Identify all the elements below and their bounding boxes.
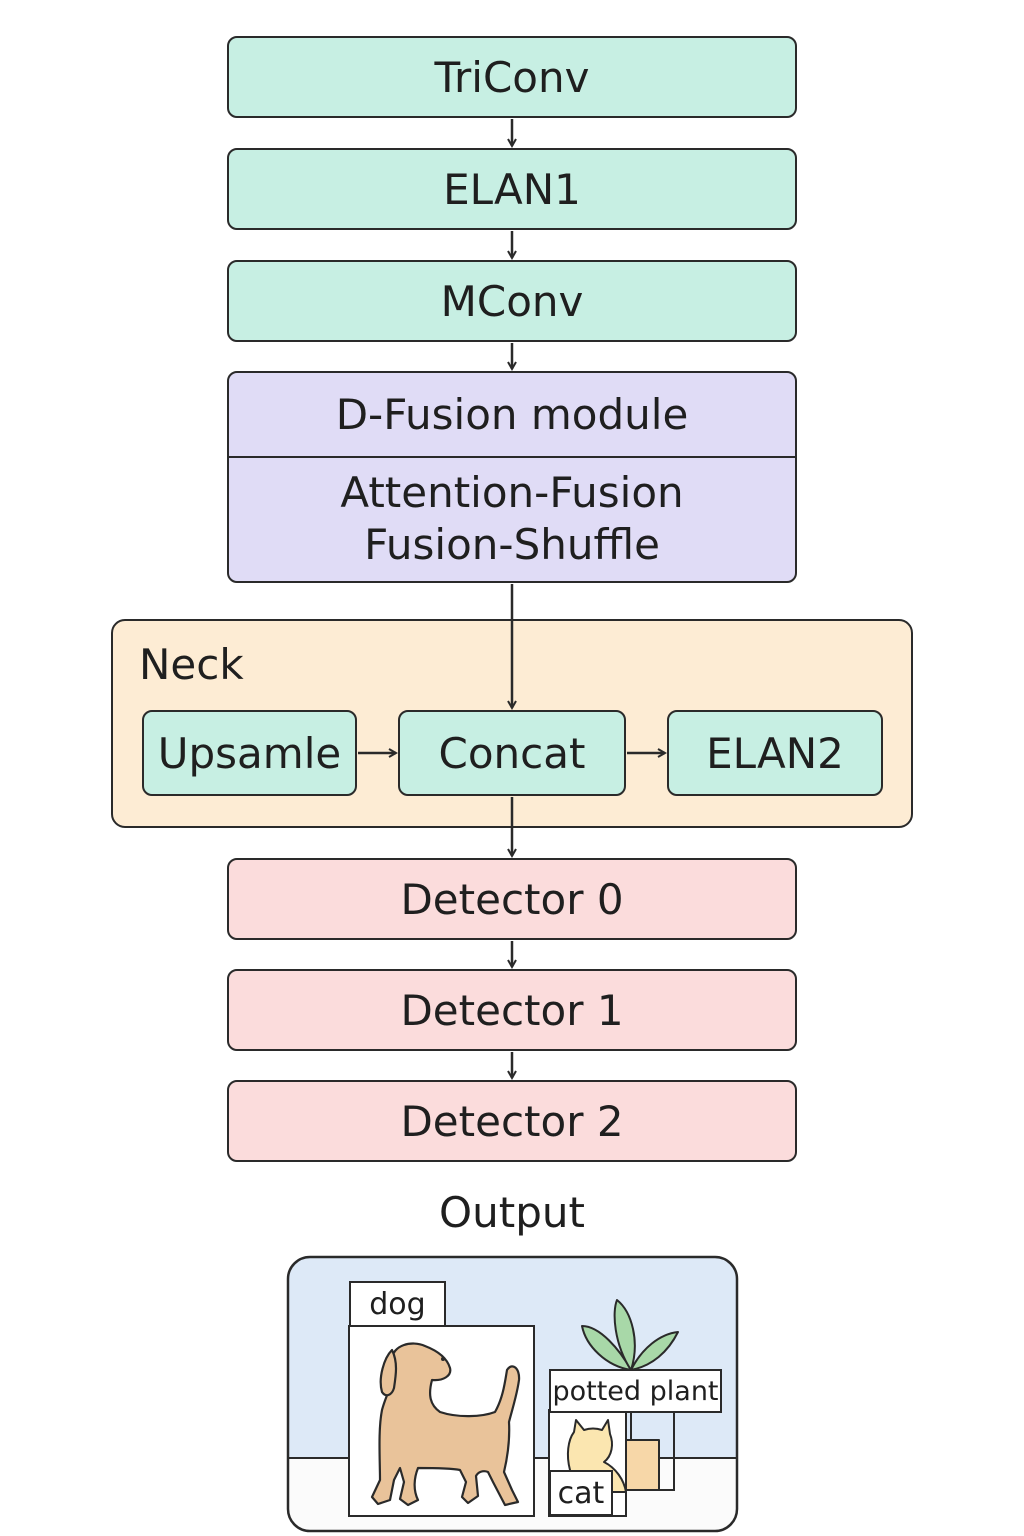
block-detector-1: Detector 1 [227, 969, 797, 1051]
cat-tag: cat [549, 1470, 613, 1516]
fusion-title-text: D-Fusion module [335, 390, 689, 439]
fusion-module: D-Fusion module Attention-Fusion Fusion-… [227, 371, 797, 583]
plant-tag: potted plant [549, 1369, 722, 1413]
block-mconv-label: MConv [440, 276, 584, 326]
detector-0-label: Detector 0 [400, 874, 624, 924]
block-detector-0: Detector 0 [227, 858, 797, 940]
block-concat: Concat [398, 710, 626, 796]
neck-title: Neck [139, 640, 244, 689]
block-concat-label: Concat [438, 728, 586, 778]
detector-2-label: Detector 2 [400, 1096, 624, 1146]
output-title: Output [439, 1188, 585, 1237]
block-mconv: MConv [227, 260, 797, 342]
fusion-module-body: Attention-Fusion Fusion-Shuffle [229, 458, 795, 580]
detector-1-label: Detector 1 [400, 985, 624, 1035]
cat-tag-label: cat [557, 1475, 605, 1511]
block-elan2: ELAN2 [667, 710, 883, 796]
block-triconv-label: TriConv [434, 52, 590, 102]
block-elan1-label: ELAN1 [443, 164, 581, 214]
block-elan2-label: ELAN2 [706, 728, 844, 778]
plant-tag-label: potted plant [552, 1375, 719, 1407]
fusion-line-attention: Attention-Fusion [340, 468, 684, 517]
dog-icon [370, 1342, 521, 1507]
scene-frame [286, 1255, 739, 1533]
block-upsample-label: Upsamle [157, 728, 342, 778]
dog-tag-label: dog [369, 1286, 426, 1322]
fusion-module-title: D-Fusion module [229, 373, 795, 458]
fusion-line-shuffle: Fusion-Shuffle [364, 520, 660, 569]
block-upsample: Upsamle [142, 710, 357, 796]
block-elan1: ELAN1 [227, 148, 797, 230]
dog-tag: dog [349, 1281, 446, 1327]
block-detector-2: Detector 2 [227, 1080, 797, 1162]
block-triconv: TriConv [227, 36, 797, 118]
